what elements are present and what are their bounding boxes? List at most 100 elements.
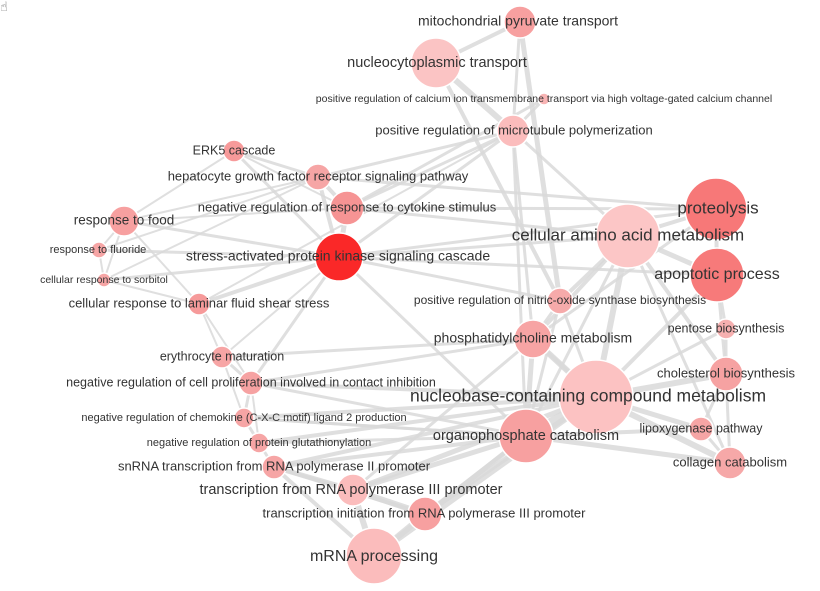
edge-sapk-erythro — [221, 256, 340, 358]
edge-nucleobase-chemokine — [242, 395, 598, 420]
node-label-negprolif: negative regulation of cell proliferatio… — [66, 375, 436, 389]
node-calcium[interactable] — [537, 92, 551, 106]
node-label-initIII: transcription initiation from RNA polyme… — [263, 505, 587, 520]
node-label-apoptotic: apoptotic process — [654, 266, 779, 283]
edge-neg_cyto-food — [123, 207, 348, 222]
node-label-fluoride: response to fluoride — [50, 244, 147, 256]
node-label-chemokine: negative regulation of chemokine (C-X-C … — [81, 412, 406, 424]
node-label-phosphat: phosphatidylcholine metabolism — [434, 330, 632, 346]
node-neg_cyto[interactable] — [329, 190, 365, 226]
node-snrna[interactable] — [261, 454, 287, 480]
edge-negprolif-organo — [249, 381, 528, 438]
node-hgf[interactable] — [304, 163, 332, 191]
edge-fluoride-sapk — [97, 248, 341, 259]
node-initIII[interactable] — [407, 496, 443, 532]
edge-sapk-nitric — [337, 255, 562, 303]
edge-organo-snrna — [272, 434, 528, 469]
edge-erk5-food — [123, 150, 235, 222]
edge-erk5-neg_cyto — [233, 150, 348, 209]
node-mrna[interactable] — [345, 527, 403, 585]
node-fluoride[interactable] — [90, 241, 108, 259]
node-label-glutath: negative regulation of protein glutathio… — [147, 437, 371, 449]
node-phosphat[interactable] — [513, 319, 553, 359]
edge-organo-collagen — [523, 433, 733, 466]
edge-erythro-phosphat — [220, 337, 535, 359]
node-label-calcium: positive regulation of calcium ion trans… — [316, 93, 772, 105]
node-label-nucleobase: nucleobase-containing compound metabolis… — [410, 386, 766, 406]
node-micro[interactable] — [496, 114, 530, 148]
node-label-mrna: mRNA processing — [310, 548, 438, 565]
edge-phosphat-transcIII — [351, 337, 535, 492]
edge-hgf-proteolysis — [316, 175, 718, 211]
edge-nucleobase-glutath — [257, 395, 598, 445]
node-sapk[interactable] — [314, 232, 364, 282]
edge-micro-neg_cyto — [345, 129, 515, 210]
edge-nucleobase-snrna — [272, 395, 598, 469]
node-cholesterol[interactable] — [708, 356, 744, 392]
node-proteolysis[interactable] — [684, 177, 748, 241]
node-label-mito: mitochondrial pyruvate transport — [418, 13, 618, 29]
node-nucleobase[interactable] — [558, 359, 634, 435]
edge-sorbitol-laminar — [103, 279, 200, 305]
label-layer: mitochondrial pyruvate transport nucleocy… — [40, 13, 795, 566]
node-layer — [90, 5, 748, 585]
node-mito[interactable] — [503, 5, 537, 39]
edge-sapk-organo — [337, 255, 528, 438]
node-label-nucleo: nucleocytoplasmic transport — [347, 55, 527, 71]
edge-organo-glutath — [257, 434, 528, 445]
node-label-laminar: cellular response to laminar fluid shear… — [69, 295, 330, 310]
node-label-transcIII: transcription from RNA polymerase III pr… — [200, 482, 503, 498]
node-label-pentose: pentose biosynthesis — [668, 321, 785, 335]
node-glutath[interactable] — [248, 432, 270, 454]
node-label-snrna: snRNA transcription from RNA polymerase … — [118, 458, 431, 473]
node-nucleo[interactable] — [410, 37, 462, 89]
node-amino[interactable] — [595, 203, 661, 269]
edge-erk5-sapk — [232, 149, 341, 259]
node-label-lipox: lipoxygenase pathway — [640, 421, 764, 435]
node-chemokine[interactable] — [233, 407, 255, 429]
edge-mito-micro — [511, 20, 522, 133]
edge-mito-nitric — [517, 19, 563, 304]
node-label-erythro: erythrocyte maturation — [160, 349, 284, 363]
edge-micro-organo — [511, 129, 528, 438]
node-apoptotic[interactable] — [689, 247, 745, 303]
node-label-neg_cyto: negative regulation of response to cytok… — [198, 199, 497, 214]
edge-laminar-negprolif — [198, 303, 252, 384]
node-organo[interactable] — [498, 408, 554, 464]
node-label-sorbitol: cellular response to sorbitol — [40, 274, 168, 286]
node-negprolif[interactable] — [238, 370, 264, 396]
node-label-collagen: collagen catabolism — [673, 454, 787, 469]
node-erk5[interactable] — [222, 139, 246, 163]
edge-micro-hgf — [316, 129, 515, 179]
edge-food-laminar — [123, 220, 200, 305]
node-laminar[interactable] — [187, 292, 211, 316]
edge-hgf-food — [123, 176, 319, 222]
edge-hgf-fluoride — [98, 176, 319, 251]
node-label-sapk: stress-activated protein kinase signalin… — [186, 248, 490, 264]
node-sorbitol[interactable] — [96, 272, 112, 288]
node-collagen[interactable] — [713, 446, 747, 480]
node-pentose[interactable] — [715, 318, 737, 340]
node-label-proteolysis: proteolysis — [677, 198, 758, 217]
node-lipox[interactable] — [688, 416, 714, 442]
edge-nucleobase-negprolif — [249, 381, 598, 399]
node-food[interactable] — [108, 205, 140, 237]
edge-micro-sapk — [337, 129, 515, 259]
edge-neg_cyto-amino — [345, 206, 630, 238]
node-label-organo: organophosphate catabolism — [433, 428, 619, 444]
node-label-hgf: hepatocyte growth factor receptor signal… — [168, 168, 469, 183]
edge-phosphat-negprolif — [249, 337, 535, 385]
node-label-food: response to food — [74, 213, 175, 228]
node-transcIII[interactable] — [336, 473, 370, 507]
node-label-cholesterol: cholesterol biosynthesis — [657, 365, 796, 380]
edge-neg_cyto-proteolysis — [345, 206, 718, 211]
node-label-micro: positive regulation of microtubule polym… — [375, 122, 652, 137]
edge-chemokine-organo — [242, 416, 528, 438]
node-nitric[interactable] — [546, 287, 574, 315]
edge-organo-lipox — [524, 427, 703, 438]
edge-nucleo-nitric — [434, 61, 562, 303]
edge-hgf-sorbitol — [103, 176, 319, 281]
node-erythro[interactable] — [210, 345, 234, 369]
node-label-erk5: ERK5 cascade — [193, 143, 276, 157]
